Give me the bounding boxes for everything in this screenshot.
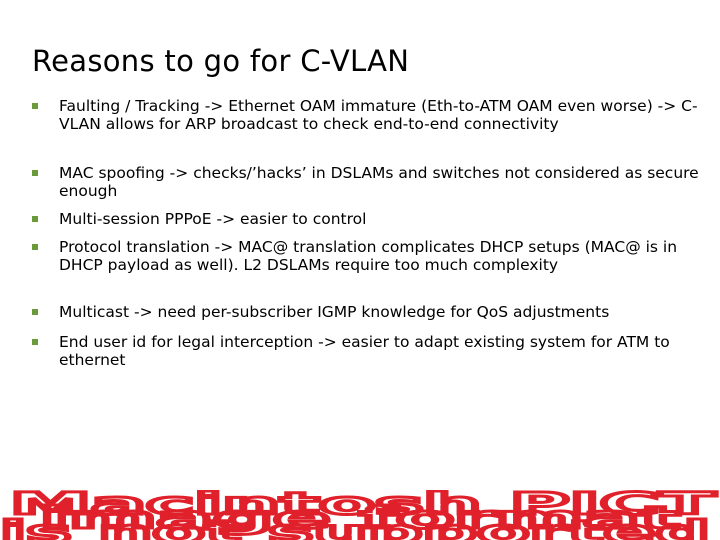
bullet-text: Multicast -> need per-subscriber IGMP kn… (59, 303, 610, 321)
bullet-marker-icon (32, 103, 38, 109)
slide-title: Reasons to go for C-VLAN (32, 44, 410, 78)
bullet-marker-icon (32, 216, 38, 222)
bullet-text: Faulting / Tracking -> Ethernet OAM imma… (59, 97, 698, 133)
bullet-text: Multi-session PPPoE -> easier to control (59, 210, 367, 228)
placeholder-text: image format (40, 501, 680, 536)
bullet-marker-icon (32, 244, 38, 250)
placeholder-text: is not supported (0, 515, 710, 540)
bullet-text: End user id for legal interception -> ea… (59, 333, 670, 369)
bullet-marker-icon (32, 309, 38, 315)
bullet-marker-icon (32, 170, 38, 176)
bullet-marker-icon (32, 339, 38, 345)
placeholder-text: Macintosh PICT (10, 490, 716, 522)
bullet-text: Protocol translation -> MAC@ translation… (59, 238, 678, 274)
bullet-text: MAC spoofing -> checks/’hacks’ in DSLAMs… (59, 164, 699, 200)
